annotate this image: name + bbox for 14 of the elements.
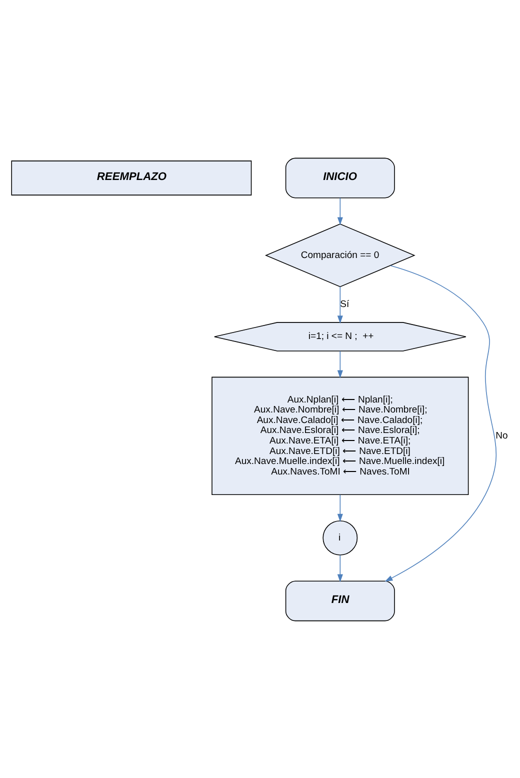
arrow — [337, 197, 343, 225]
arrow — [337, 494, 343, 522]
node-circle: i — [322, 520, 358, 555]
node-diamond: Comparación == 0 — [264, 223, 416, 287]
edge-label: Sí — [340, 298, 350, 310]
arrow — [337, 350, 343, 378]
edge-label: No — [496, 430, 508, 441]
arrow — [384, 264, 497, 582]
node-box: FIN — [285, 580, 395, 621]
arrow — [337, 554, 343, 582]
node-box: INICIO — [285, 157, 395, 198]
node-box: REEMPLAZO — [11, 160, 252, 195]
arrow — [337, 286, 343, 324]
node-box: Aux.Nplan[i] ⟵ Nplan[i]; Aux.Nave.Nombre[i] ⟵ Nave.Nombre[i]; Aux.Nave.Calado[i] ⟵ Nave.Calado[i]; Aux.Nave.Eslora[i] ⟵ Nave.Eslora[i]; Aux.Nave.ETA[i] ⟵ Nave.ETA[i]; Aux.Nave.ETD[i] ⟵ Nave.ETD[i] Aux.Nave.Muelle.index[i] ⟵ Nave.Muelle.index[i] Aux.Naves.ToMI ⟵ Naves.ToMI — [212, 376, 469, 495]
